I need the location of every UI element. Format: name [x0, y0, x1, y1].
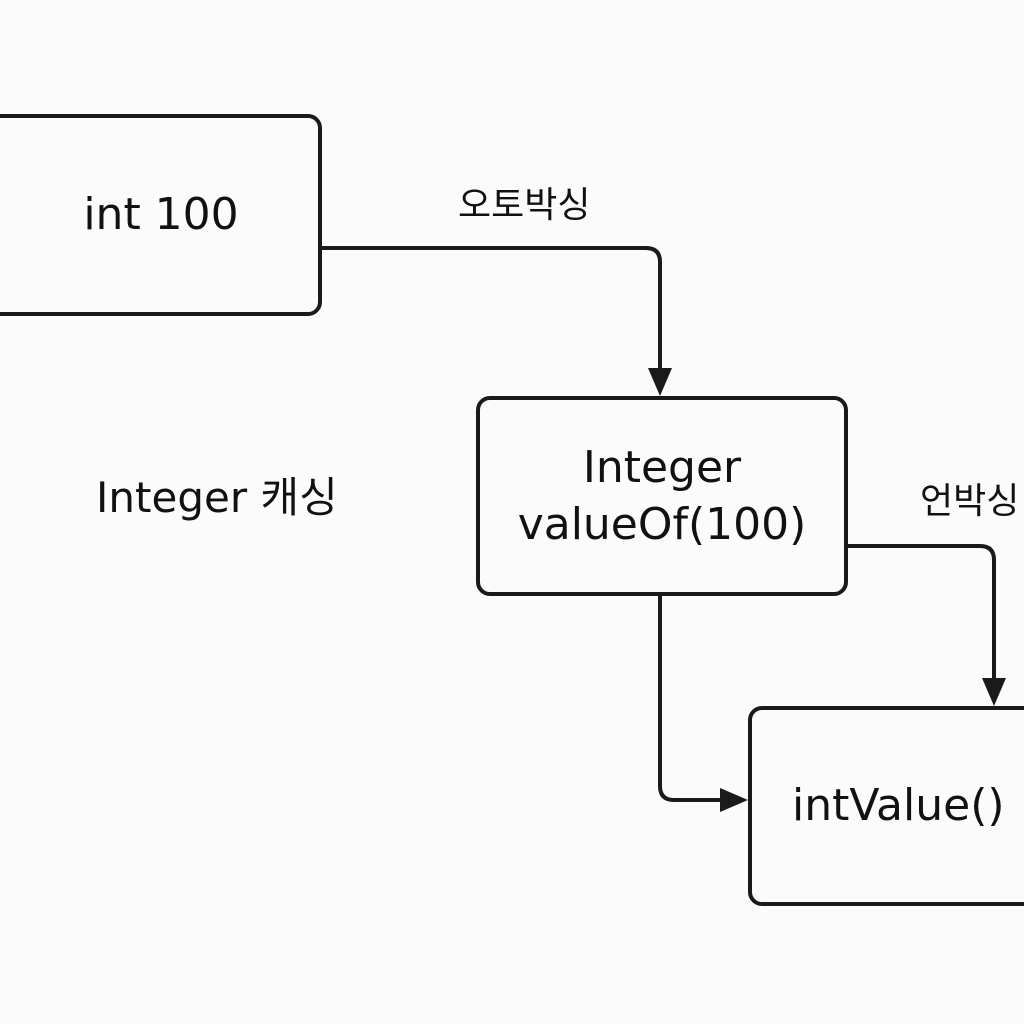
autoboxing-arrowhead	[648, 368, 672, 396]
integer-cache-annotation: Integer 캐싱	[96, 473, 338, 522]
primitive-int-node: int 100	[0, 114, 322, 316]
integer-valueof-node: Integer valueOf(100)	[476, 396, 848, 596]
integer-valueof-line1: Integer	[582, 441, 742, 493]
unboxing-edge-label: 언박싱	[920, 481, 1020, 522]
intvalue-label: intValue()	[792, 780, 1005, 832]
primitive-int-label: int 100	[83, 189, 239, 241]
integer-valueof-line2: valueOf(100)	[517, 499, 807, 550]
autoboxing-arrow	[322, 246, 662, 370]
autoboxing-edge-label: 오토박싱	[458, 185, 591, 226]
direct-arrow	[658, 596, 722, 802]
unboxing-arrowhead	[982, 678, 1006, 706]
direct-arrowhead	[720, 788, 748, 812]
unboxing-arrow	[848, 544, 996, 680]
intvalue-node: intValue()	[748, 706, 1024, 906]
